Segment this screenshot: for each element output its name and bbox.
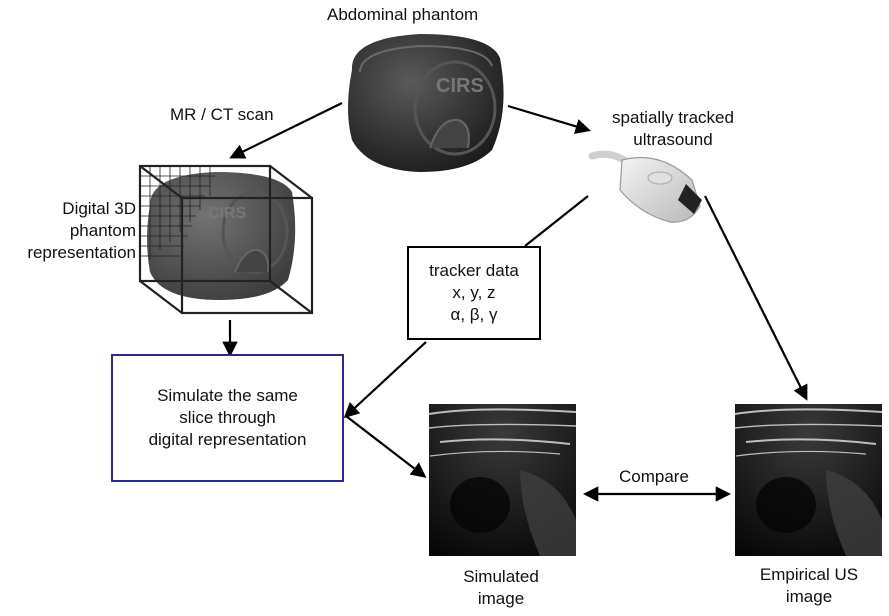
simulated-line-2: image: [477, 589, 525, 608]
tracker-line-1: tracker data: [429, 261, 519, 280]
arrow-probe-to-empirical: [704, 195, 808, 401]
digital-phantom-image: CIRS: [138, 164, 314, 315]
simulate-line-3: digital representation: [148, 430, 307, 449]
ultrasound-probe-image: [588, 150, 702, 223]
digital-line-3: representation: [27, 243, 136, 262]
empirical-us-image: [734, 404, 883, 556]
simulate-line-1: Simulate the same: [157, 386, 298, 405]
simulated-us-image: [428, 404, 577, 556]
simulated-line-1: Simulated: [463, 567, 539, 586]
empirical-image-label: Empirical US image: [744, 564, 874, 608]
arrow-phantom-to-digital: [229, 102, 343, 159]
abdominal-phantom-text: Abdominal phantom: [327, 5, 479, 24]
digital-line-1: Digital 3D: [62, 199, 136, 218]
tracked-us-line-2: ultrasound: [633, 130, 713, 149]
tracked-us-line-1: spatially tracked: [612, 108, 734, 127]
phantom-logo: CIRS: [436, 75, 484, 97]
compare-label: Compare: [619, 466, 689, 488]
abdominal-phantom-image: CIRS: [348, 34, 504, 172]
digital-line-2: phantom: [69, 221, 136, 240]
wireframe-cube: [138, 164, 314, 315]
abdominal-phantom-label: Abdominal phantom: [327, 4, 478, 26]
empirical-line-2: image: [785, 587, 833, 606]
simulated-image-label: Simulated image: [446, 566, 556, 610]
mr-ct-scan-label: MR / CT scan: [170, 104, 274, 126]
simulate-line-2: slice through: [179, 408, 276, 427]
arrow-probe-to-tracker: [524, 195, 589, 247]
scan-grid: [140, 166, 215, 260]
digital-phantom-logo: CIRS: [208, 205, 247, 222]
tracked-ultrasound-label: spatially tracked ultrasound: [596, 107, 750, 151]
arrow-phantom-to-ultrasound: [507, 104, 591, 134]
arrow-tracker-to-simulate: [343, 341, 427, 419]
digital-3d-label: Digital 3D phantom representation: [2, 198, 136, 264]
simulate-box: Simulate the same slice through digital …: [111, 354, 344, 482]
mr-ct-scan-text: MR / CT scan: [170, 105, 274, 124]
tracker-line-3: α, β, γ: [450, 305, 498, 324]
arrow-simulate-to-simulated-image: [345, 415, 427, 478]
empirical-line-1: Empirical US: [759, 565, 859, 584]
tracker-data-box: tracker data x, y, z α, β, γ: [407, 246, 541, 340]
compare-text: Compare: [619, 467, 689, 486]
tracker-line-2: x, y, z: [452, 283, 496, 302]
